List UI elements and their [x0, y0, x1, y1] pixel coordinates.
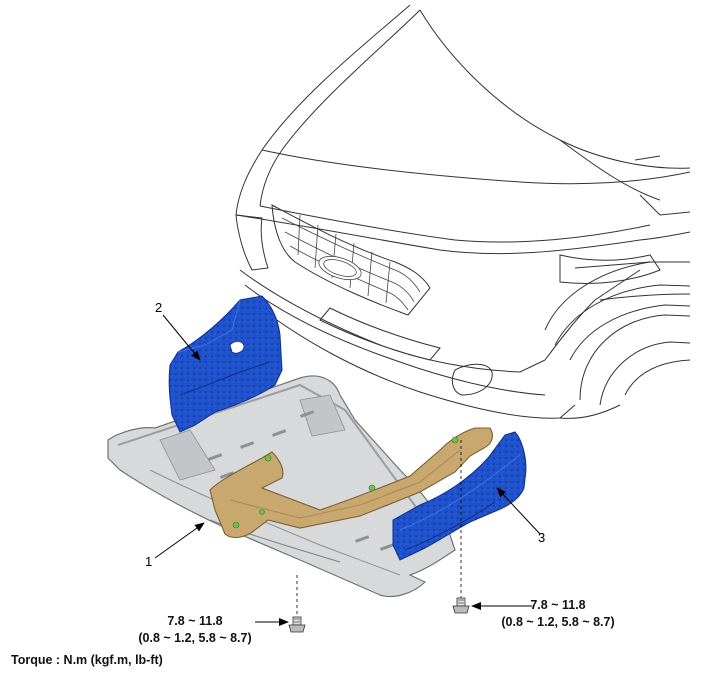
leader-lines: [154, 314, 541, 626]
hood-left-edge: [235, 4, 411, 216]
leader-line-3: [496, 487, 541, 535]
fog-light-right: [451, 363, 493, 396]
side-cover-left-body: [168, 295, 283, 433]
grille-outline: [271, 204, 431, 316]
bumper-upper: [239, 269, 546, 373]
callout-number-1: 1: [145, 554, 153, 569]
headlight-right: [559, 254, 661, 284]
hood-front-edge: [235, 214, 641, 255]
torque-unit-note: Torque : N.m (kgf.m, lb-ft): [11, 653, 163, 667]
torque-spec-left-value: 7.8 ~ 11.8: [167, 614, 223, 628]
bumper-right-side: [559, 404, 621, 419]
torque-spec-right: 7.8 ~ 11.8 (0.8 ~ 1.2, 5.8 ~ 8.7): [498, 597, 618, 631]
wheel-arch-inner: [554, 284, 691, 346]
torque-spec-left-conversion: (0.8 ~ 1.2, 5.8 ~ 8.7): [138, 631, 252, 645]
leader-line-2: [162, 314, 201, 361]
bumper-corner-right: [544, 269, 641, 361]
bolt-right-icon: [452, 597, 470, 614]
wheel-arch: [544, 261, 690, 331]
brand-badge: [318, 255, 362, 281]
bolt-left-icon: [288, 616, 306, 633]
side-cover-right: [392, 431, 527, 561]
wheel-arch-inner-2: [569, 304, 691, 361]
hood-left-edge-inner: [259, 9, 421, 207]
hood-right-crease: [559, 139, 661, 201]
crossmember-body: [209, 427, 493, 539]
hood-surface-line: [261, 149, 691, 185]
side-cover-right-body: [392, 431, 527, 561]
torque-spec-right-value: 7.8 ~ 11.8: [530, 598, 586, 612]
tire: [579, 314, 691, 401]
leader-line-1: [154, 522, 205, 559]
windshield-base: [419, 9, 691, 169]
engine-under-cover: [107, 375, 456, 598]
side-cover-left: [168, 295, 283, 433]
callout-number-2: 2: [155, 300, 163, 315]
front-crossmember: [209, 427, 493, 539]
callout-number-3: 3: [538, 530, 546, 545]
under-cover-body: [107, 375, 456, 598]
bumper-lower: [249, 299, 576, 419]
fender-top: [639, 194, 691, 216]
torque-spec-left: 7.8 ~ 11.8 (0.8 ~ 1.2, 5.8 ~ 8.7): [135, 613, 255, 647]
bumper-mid: [244, 284, 546, 396]
fastener-axes: [296, 440, 462, 615]
vehicle-front-outline: [235, 4, 691, 419]
fender-line: [634, 155, 661, 161]
grille-mesh: [281, 214, 421, 311]
hood-front-edge-2: [259, 205, 651, 243]
headlight-left: [235, 214, 269, 271]
torque-spec-right-conversion: (0.8 ~ 1.2, 5.8 ~ 8.7): [501, 615, 615, 629]
lower-intake: [319, 307, 441, 361]
crossmember-mount-points: [232, 436, 459, 529]
